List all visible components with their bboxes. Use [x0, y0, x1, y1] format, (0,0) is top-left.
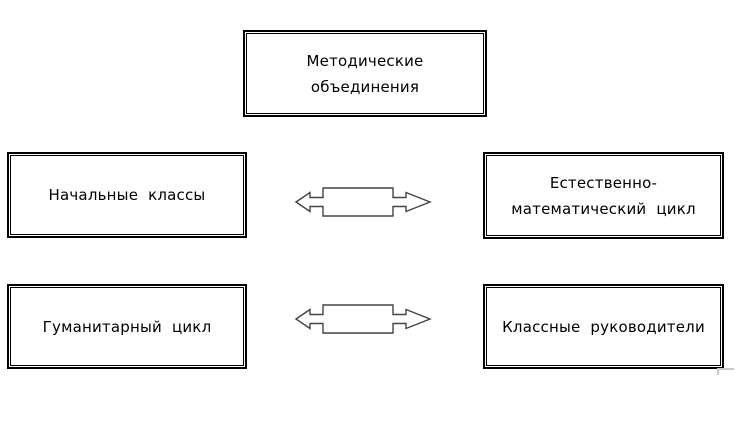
faint-corner-mark: [717, 368, 734, 375]
node-methodical-associations: Методические объединения: [243, 30, 487, 117]
node-humanities-cycle: Гуманитарный цикл: [7, 284, 247, 369]
node-label: Гуманитарный цикл: [42, 317, 212, 336]
node-natural-math-cycle: Естественно- математический цикл: [483, 152, 724, 239]
node-inner-border: Начальные классы: [10, 155, 244, 235]
node-inner-border: Гуманитарный цикл: [10, 287, 244, 366]
node-label: Методические объединения: [306, 51, 424, 96]
node-label: Начальные классы: [48, 186, 206, 204]
node-primary-classes: Начальные классы: [7, 152, 247, 238]
node-label: Естественно- математический цикл: [511, 173, 696, 218]
node-inner-border: Классные руководители: [486, 287, 721, 366]
node-class-teachers: Классные руководители: [483, 284, 724, 369]
left-right-arrow-icon: [294, 187, 432, 217]
node-inner-border: Методические объединения: [246, 33, 484, 114]
node-label: Классные руководители: [502, 317, 705, 336]
node-inner-border: Естественно- математический цикл: [486, 155, 721, 236]
left-right-arrow-icon: [294, 304, 432, 334]
